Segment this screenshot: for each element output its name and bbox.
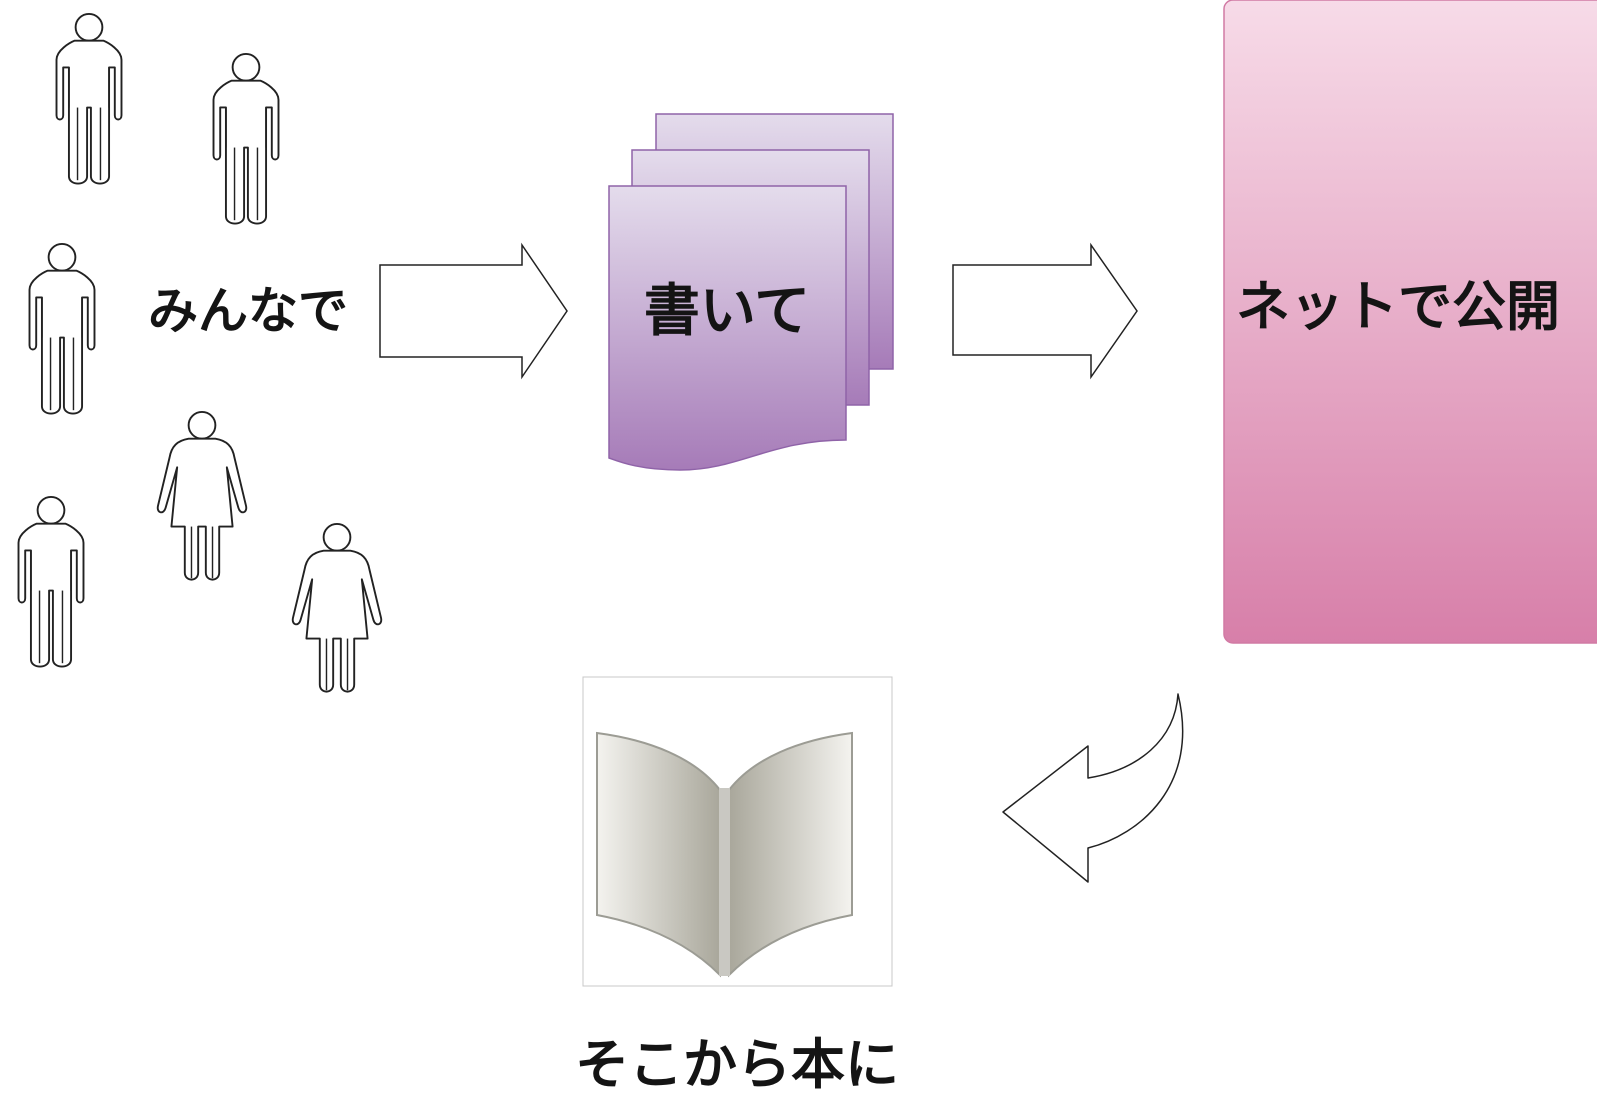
open-book-icon xyxy=(596,731,853,978)
person-female-icon xyxy=(291,522,383,693)
person-male-icon xyxy=(55,12,123,185)
document-stack: 書いて xyxy=(608,113,894,471)
document-page-front xyxy=(608,185,847,471)
people-group xyxy=(17,12,383,693)
person-male-icon xyxy=(28,242,96,415)
person-female-icon xyxy=(156,410,248,581)
label-into-book: そこから本に xyxy=(575,1033,899,1096)
person-male-icon xyxy=(17,495,85,668)
person-male-icon xyxy=(212,52,280,225)
arrow-right-icon xyxy=(379,242,568,380)
label-publish-online: ネットで公開 xyxy=(1236,275,1560,338)
label-write: 書いて xyxy=(644,279,810,344)
label-everyone: みんなで xyxy=(148,282,348,340)
arrow-right-icon xyxy=(952,242,1138,380)
curved-arrow-icon xyxy=(1002,693,1184,883)
publish-panel xyxy=(1223,0,1597,644)
